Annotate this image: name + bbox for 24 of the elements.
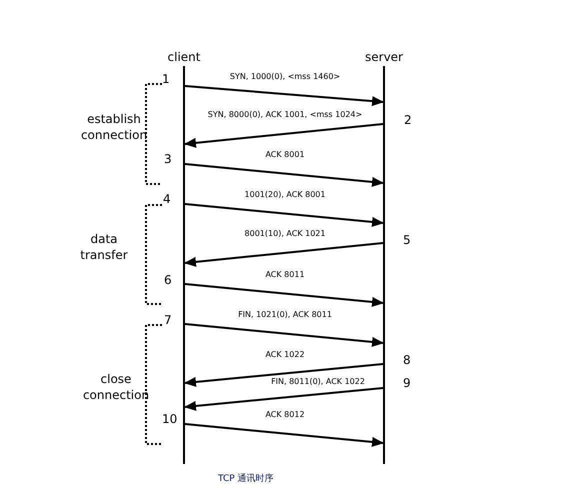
caption: TCP 通讯时序 [218, 472, 274, 485]
step-number: 3 [164, 152, 172, 166]
step-number: 10 [162, 412, 178, 426]
phase-label: close connection [82, 371, 150, 403]
edge-label: ACK 8001 [265, 150, 305, 160]
step-number: 1 [162, 72, 170, 86]
edge-label: ACK 8011 [265, 270, 305, 280]
step-number: 5 [403, 233, 411, 247]
phase-label: establish connection [80, 111, 148, 143]
edge-label: SYN, 8000(0), ACK 1001, <mss 1024> [208, 110, 362, 120]
step-number: 7 [164, 313, 172, 327]
edge-label: ACK 1022 [265, 350, 305, 360]
edge-label: FIN, 1021(0), ACK 8011 [238, 310, 332, 320]
step-number: 6 [164, 273, 172, 287]
edge-label: SYN, 1000(0), <mss 1460> [230, 72, 340, 82]
edge-label: FIN, 8011(0), ACK 1022 [271, 377, 365, 387]
step-number: 8 [403, 353, 411, 367]
step-number: 9 [403, 376, 411, 390]
step-number: 2 [404, 113, 412, 127]
edge-label: 1001(20), ACK 8001 [244, 190, 326, 200]
phase-label: data transfer [79, 231, 129, 263]
edge-label: ACK 8012 [265, 410, 305, 420]
step-number: 4 [163, 192, 171, 206]
edge-label: 8001(10), ACK 1021 [244, 229, 326, 239]
